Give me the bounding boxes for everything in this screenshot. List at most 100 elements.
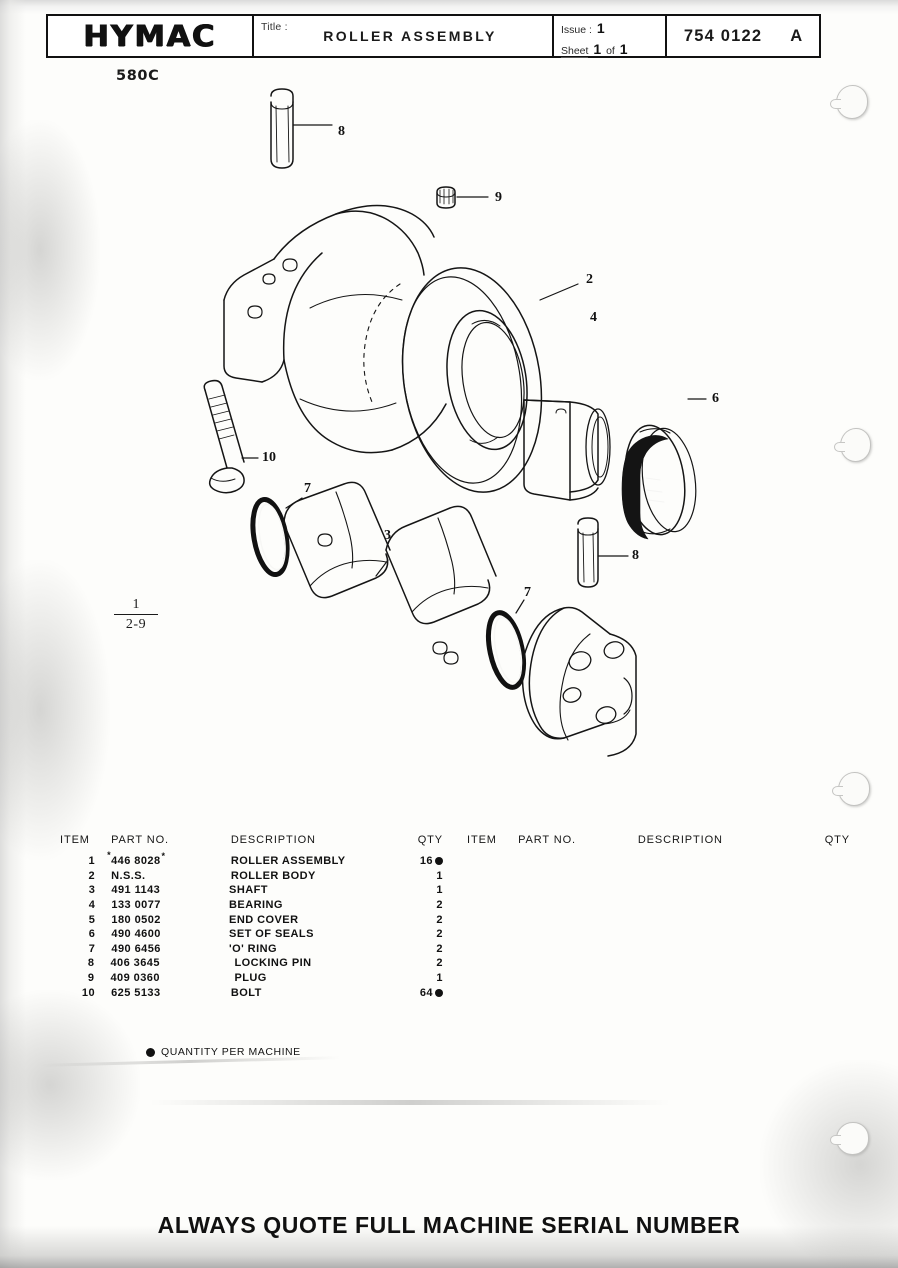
header-item: ITEM [467,834,497,846]
roller-body-shape [223,204,543,493]
cell-part-no: 180 0502 [111,913,161,926]
footnote-star-icon: * [161,851,166,862]
table-row: 2 N.S.S. ROLLER BODY 1 [58,869,443,884]
punch-hole [830,1122,869,1155]
table-row: 4 133 0077 BEARING 2 [58,898,443,913]
cell-item: 7 [88,942,96,955]
locking-pin-lower-shape [577,517,599,588]
section-numerator: 1 [132,597,140,612]
revision-letter: A [790,26,803,45]
cell-description: ROLLER BODY [230,869,316,882]
cell-qty: 16 [402,855,443,867]
cell-description: SET OF SEALS [229,928,314,941]
cell-part-no: 491 1143 [111,884,161,897]
cell-qty-value: 64 [419,986,433,999]
table-header-row-left: ITEM PART NO. DESCRIPTION QTY [58,834,443,854]
table-row: 10 625 5133 BOLT 64 [58,985,443,1000]
parts-list-table: ITEM PART NO. DESCRIPTION QTY 1 *446 802… [58,834,850,1000]
header-description: DESCRIPTION [230,834,316,846]
cell-part-no: 406 3645 [110,957,160,970]
cell-part-no: 409 0360 [110,972,160,985]
sheet-line: Sheet 1 of 1 [561,40,665,61]
cell-item: 9 [87,972,95,985]
cell-description: ROLLER ASSEMBLY [230,855,346,868]
callout-3: 3 [384,528,391,543]
qty-per-machine-dot-icon [435,857,443,866]
issue-label: Issue : [561,24,592,36]
header-qty: QTY [824,834,850,846]
brand-logo-text: HYMAC [83,19,217,53]
qty-per-machine-dot-icon [435,988,443,997]
parts-list-left-column: ITEM PART NO. DESCRIPTION QTY 1 *446 802… [58,834,443,1000]
cell-qty-value: 16 [419,855,433,868]
cell-description: 'O' RING [229,942,277,955]
table-header-row-right: ITEM PART NO. DESCRIPTION QTY [465,834,850,854]
cell-item: 5 [88,913,96,926]
cell-part-no: N.S.S. [111,869,146,882]
cell-part-no: *446 8028* [95,850,215,867]
serial-number-notice: ALWAYS QUOTE FULL MACHINE SERIAL NUMBER [157,1212,741,1238]
callout-8-lower: 8 [632,548,639,563]
seal-set-shape [621,424,697,540]
cell-item: 1 [88,855,96,868]
cell-part-no: 490 4600 [111,928,161,941]
cell-description: SHAFT [229,884,268,897]
callout-10: 10 [262,450,276,465]
o-ring-right-shape [485,610,527,690]
issue-value: 1 [596,20,605,36]
end-cover-shape [521,606,637,757]
cell-part-no: 625 5133 [111,986,161,999]
o-ring-left-shape [250,496,290,578]
cell-item: 3 [88,884,96,897]
punch-hole [834,428,871,462]
cell-item: 4 [88,899,96,912]
quantity-per-machine-footnote: QUANTITY PER MACHINE [146,1046,301,1058]
cell-description: END COVER [229,913,299,926]
cell-description: LOCKING PIN [234,957,312,970]
table-row: 9 409 0360 PLUG 1 [58,971,443,986]
table-row: 8 406 3645 LOCKING PIN 2 [58,956,443,971]
footnote-text: QUANTITY PER MACHINE [161,1046,301,1058]
drawing-number-cell: 754 0122 A [667,16,819,56]
footnote-star-icon: * [107,850,112,861]
filled-circle-icon [146,1047,155,1057]
scan-edge-top [0,0,898,14]
sheet-value: 1 [593,41,602,57]
table-row: 6 490 4600 SET OF SEALS 2 [58,927,443,942]
drawing-number: 754 0122 [683,26,763,45]
issue-line: Issue : 1 [561,19,665,40]
cell-description: PLUG [234,972,267,985]
callout-4: 4 [590,310,597,325]
cell-qty: 1 [436,869,443,882]
callout-9: 9 [495,190,502,205]
header-description: DESCRIPTION [637,834,723,846]
cell-qty: 2 [436,942,443,955]
callout-6: 6 [712,391,719,406]
cell-qty: 1 [436,884,443,897]
leader-line-3 [375,559,389,577]
cell-qty: 1 [436,972,443,985]
punch-hole [830,85,868,119]
scan-edge-left [0,0,26,1268]
brand-logo: HYMAC [48,16,254,56]
punch-hole [832,772,870,806]
exploded-assembly-drawing: 8 9 2 4 6 10 7 3 8 7 [0,60,898,830]
section-reference-mark: 1 2-9 [114,596,158,633]
leader-line-7-right [515,599,525,614]
cell-part-no: 133 0077 [111,899,161,912]
cell-description: BOLT [230,986,262,999]
scan-edge-bottom [0,1226,898,1268]
cell-item: 8 [87,957,95,970]
cell-qty: 2 [436,957,443,970]
sheet-label: Sheet [561,45,589,58]
sheet-of-label: of [606,45,615,57]
callout-7-right: 7 [524,585,531,600]
issue-sheet-cell: Issue : 1 Sheet 1 of 1 [554,16,667,58]
title-block: HYMAC Title : ROLLER ASSEMBLY Issue : 1 … [46,14,821,58]
cell-part-no: 490 6456 [111,942,161,955]
section-denominator: 2-9 [125,617,147,633]
table-row: 3 491 1143 SHAFT 1 [58,883,443,898]
leader-line-2 [539,283,579,301]
header-qty: QTY [417,834,443,846]
cell-qty: 2 [436,928,443,941]
